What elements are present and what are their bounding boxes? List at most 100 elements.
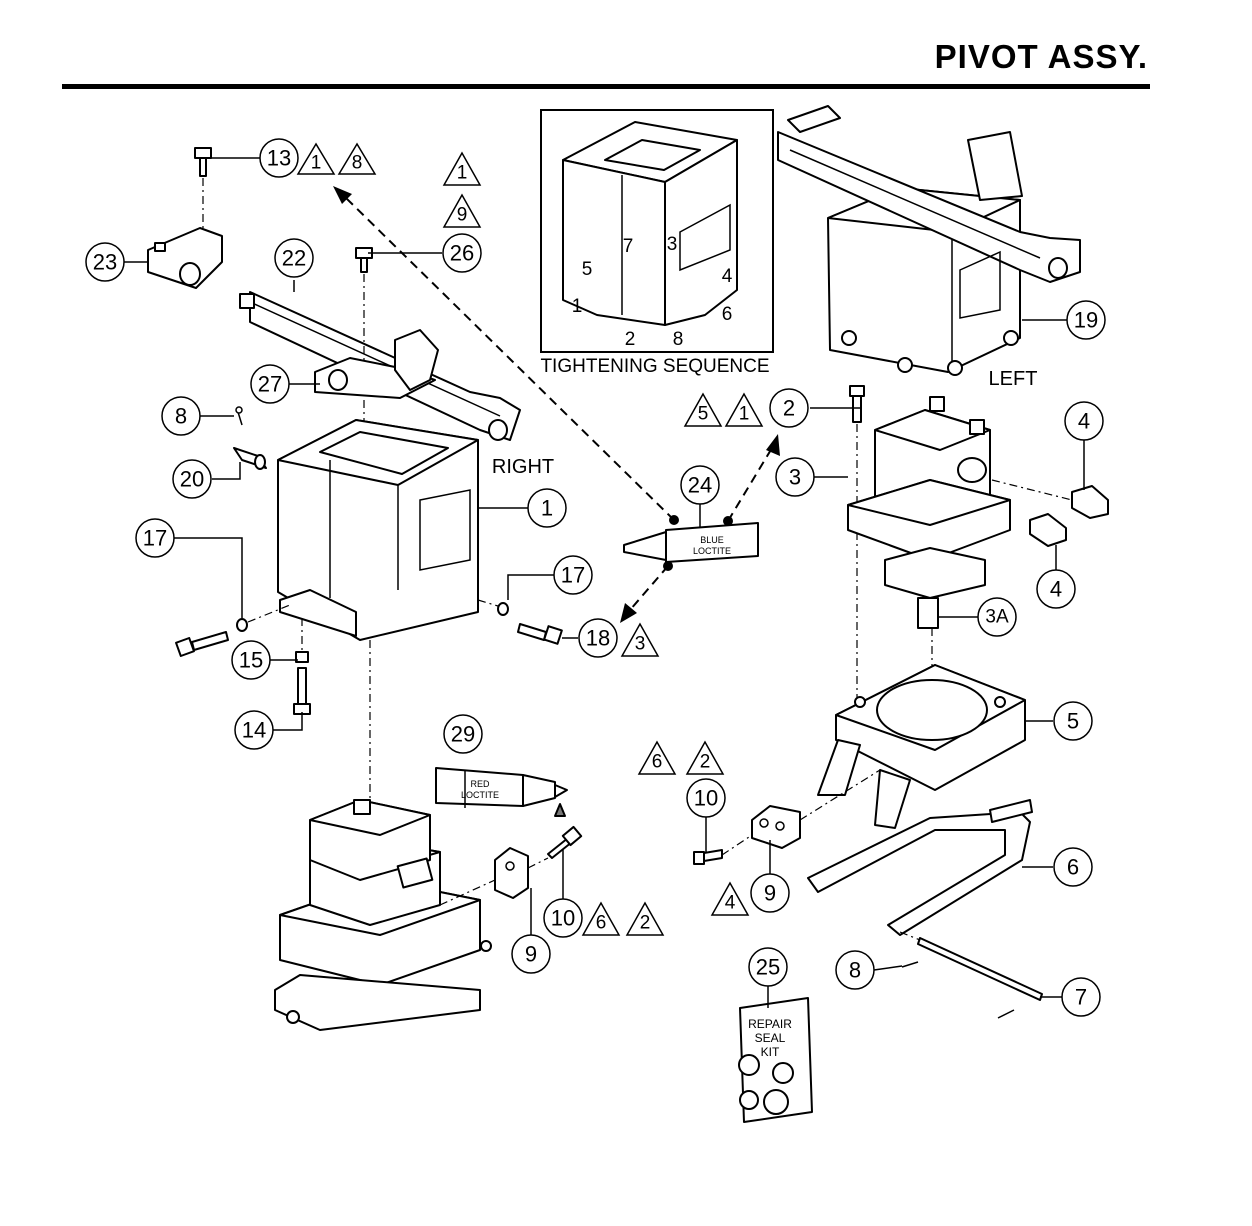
callout-10-mid: 10 (686, 778, 726, 818)
svg-text:4: 4 (1078, 409, 1090, 434)
svg-text:1: 1 (541, 496, 553, 521)
note-triangle-6-at-10: 6 (637, 740, 677, 775)
callout-10-low: 10 (543, 898, 583, 938)
leader-lines (124, 157, 1085, 1008)
fitting-4-upper (1071, 485, 1109, 519)
motor-assembly-right (274, 799, 492, 1031)
svg-text:7: 7 (1075, 985, 1087, 1010)
callout-29: 29 (443, 714, 483, 754)
callout-17-right: 17 (553, 555, 593, 595)
callout-4-upper: 4 (1064, 401, 1104, 441)
seq-4: 4 (722, 266, 733, 287)
callout-1: 1 (527, 488, 567, 528)
red-loctite-tube: RED LOCTITE (435, 767, 568, 817)
svg-text:23: 23 (93, 250, 117, 275)
callout-23: 23 (85, 242, 125, 282)
note-triangle-1-at-2: 1 (724, 392, 764, 427)
callout-3a: 3A (977, 597, 1017, 637)
note-triangles: 1 8 1 9 3 5 1 6 2 4 6 2 (296, 142, 764, 936)
callout-2: 2 (769, 388, 809, 428)
inset-caption: TIGHTENING SEQUENCE (540, 356, 769, 377)
svg-text:4: 4 (1050, 577, 1062, 602)
title-rule (62, 84, 1150, 89)
note-triangle-1-top: 1 (442, 151, 482, 186)
seal-kit-line2: SEAL (755, 1031, 786, 1045)
svg-text:15: 15 (239, 648, 263, 673)
svg-text:20: 20 (180, 467, 204, 492)
fitting-4-lower (1029, 513, 1067, 547)
svg-text:8: 8 (352, 153, 363, 174)
page-title: PIVOT ASSY. (934, 38, 1148, 75)
red-tube-line2: LOCTITE (461, 790, 499, 800)
bolt-13 (194, 147, 212, 177)
svg-text:6: 6 (652, 752, 663, 773)
bracket-27 (314, 329, 439, 399)
bolt-10-mid (693, 849, 723, 865)
svg-text:3: 3 (789, 465, 801, 490)
svg-text:14: 14 (242, 718, 266, 743)
link-6 (807, 799, 1033, 936)
left-side-label: LEFT (989, 368, 1038, 390)
motor-3 (847, 396, 1011, 629)
blue-loctite-tube: BLUE LOCTITE (623, 522, 759, 563)
svg-text:2: 2 (700, 752, 711, 773)
svg-text:5: 5 (1067, 709, 1079, 734)
tightening-sequence-inset: 1 2 3 4 5 6 7 8 TIGHTENING SEQUENCE (540, 109, 774, 377)
note-triangle-1-at-13: 1 (296, 142, 336, 175)
note-triangle-4-at-9: 4 (710, 881, 750, 916)
svg-text:5: 5 (698, 404, 709, 425)
callout-20: 20 (172, 459, 212, 499)
callout-14: 14 (234, 710, 274, 750)
pivot-block-23 (147, 227, 223, 289)
seq-8: 8 (673, 329, 684, 350)
bolt-17-left (175, 618, 248, 657)
cotter-pin-8-right (235, 406, 243, 426)
note-triangle-5-at-2: 5 (683, 392, 723, 427)
red-tube-line1: RED (470, 779, 490, 789)
plate-9-mid (751, 805, 801, 849)
seq-5: 5 (582, 259, 593, 280)
seq-3: 3 (667, 234, 678, 255)
svg-text:2: 2 (640, 913, 651, 934)
nut-15 (295, 651, 309, 663)
seq-1: 1 (572, 296, 583, 317)
svg-text:1: 1 (457, 163, 468, 184)
bolt-2 (849, 385, 865, 423)
plate-9-bottom (494, 847, 529, 899)
svg-text:6: 6 (596, 913, 607, 934)
blue-tube-line2: LOCTITE (693, 546, 731, 556)
note-triangle-3-at-18: 3 (620, 622, 660, 657)
repair-seal-kit: REPAIR SEAL KIT (738, 997, 813, 1123)
svg-text:8: 8 (175, 404, 187, 429)
blue-tube-line1: BLUE (700, 535, 724, 545)
svg-text:3: 3 (635, 634, 646, 655)
svg-text:9: 9 (764, 881, 776, 906)
svg-text:22: 22 (282, 246, 306, 271)
callout-15: 15 (231, 640, 271, 680)
seq-2: 2 (625, 329, 636, 350)
seq-7: 7 (623, 236, 634, 257)
cotter-pin-8-left (901, 961, 1015, 1019)
svg-text:9: 9 (457, 205, 468, 226)
loctite-arrows (333, 186, 780, 623)
callout-17-left: 17 (135, 518, 175, 558)
note-triangle-2-at-10: 2 (685, 740, 725, 775)
sequence-numbers: 1 2 3 4 5 6 7 8 (572, 234, 733, 350)
svg-text:3A: 3A (985, 607, 1009, 628)
callout-4-lower: 4 (1036, 569, 1076, 609)
svg-text:19: 19 (1074, 308, 1098, 333)
svg-text:17: 17 (561, 563, 585, 588)
pivot-base-5 (817, 664, 1026, 829)
svg-text:2: 2 (783, 396, 795, 421)
pin-20 (233, 447, 267, 470)
seal-kit-line3: KIT (761, 1045, 780, 1059)
callout-9-low: 9 (511, 934, 551, 974)
callout-19: 19 (1066, 300, 1106, 340)
svg-text:27: 27 (258, 372, 282, 397)
note-triangle-8-at-13: 8 (337, 142, 377, 175)
svg-text:8: 8 (849, 958, 861, 983)
mount-assembly-19 (777, 105, 1081, 376)
svg-text:24: 24 (688, 473, 712, 498)
svg-text:25: 25 (756, 955, 780, 980)
